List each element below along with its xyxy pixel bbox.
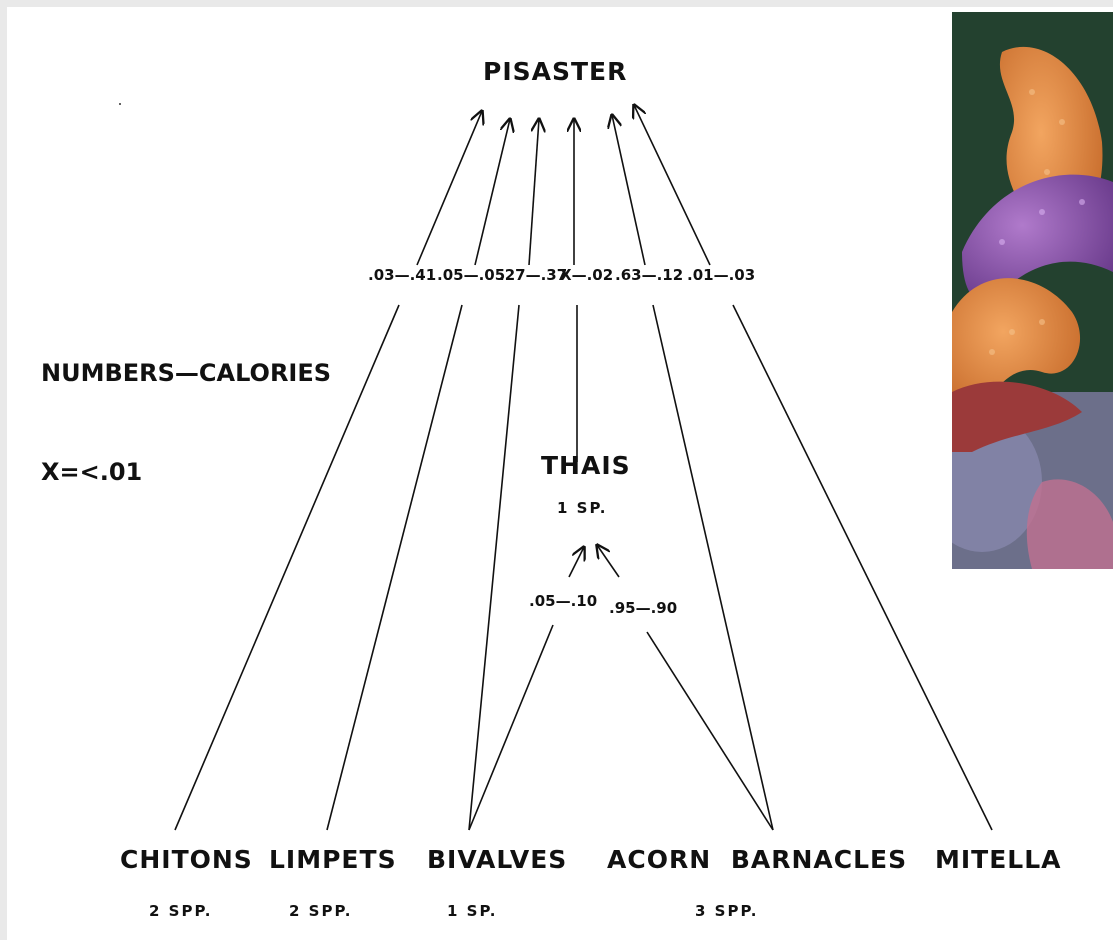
edge-label-thais: X—.02 <box>560 266 613 284</box>
edge-barnacles-thais-lower <box>647 632 773 830</box>
edge-bivalves-thais-upper <box>569 547 584 577</box>
legend-numbers-calories: NUMBERS—CALORIES <box>41 359 331 387</box>
prey-bivalves-count: 1 SP. <box>447 902 497 920</box>
edge-barnacles-lower <box>653 305 773 830</box>
prey-bivalves: BIVALVES <box>427 845 567 874</box>
edge-barnacles-upper <box>612 115 645 265</box>
edge-limpets-upper <box>475 119 510 265</box>
edge-label-limpets: .05—.05 <box>437 266 505 284</box>
edge-bivalves-lower <box>469 305 519 830</box>
prey-acorn-barnacles-count: 3 SPP. <box>695 902 758 920</box>
edge-label-bivalves: .27—.37 <box>499 266 567 284</box>
edge-label-barnacles-thais: .95—.90 <box>609 599 677 617</box>
edge-barnacles-thais-upper <box>597 545 619 577</box>
prey-mitella: MITELLA <box>935 845 1062 874</box>
edge-chitons-upper <box>417 111 482 265</box>
thais-count: 1 SP. <box>557 499 607 517</box>
diagram-sheet: PISASTER .03—.41 .05—.05 .27—.37 X—.02 .… <box>7 7 1113 940</box>
edge-bivalves-upper <box>529 119 539 265</box>
prey-limpets: LIMPETS <box>269 845 397 874</box>
starfish-photo <box>952 12 1113 569</box>
prey-acorn-barnacles: ACORN BARNACLES <box>607 845 907 874</box>
edge-label-bivalves-thais: .05—.10 <box>529 592 597 610</box>
legend-x-definition: X=<.01 <box>41 458 142 486</box>
thais-label: THAIS <box>541 451 631 480</box>
pisaster-label: PISASTER <box>483 57 627 86</box>
edge-limpets-lower <box>327 305 462 830</box>
prey-chitons: CHITONS <box>120 845 253 874</box>
edge-mitella-upper <box>634 105 710 265</box>
prey-chitons-count: 2 SPP. <box>149 902 212 920</box>
edge-label-mitella: .01—.03 <box>687 266 755 284</box>
edge-label-barnacles: .63—.12 <box>615 266 683 284</box>
edge-label-chitons: .03—.41 <box>368 266 436 284</box>
edge-bivalves-thais-lower <box>469 625 553 830</box>
prey-limpets-count: 2 SPP. <box>289 902 352 920</box>
